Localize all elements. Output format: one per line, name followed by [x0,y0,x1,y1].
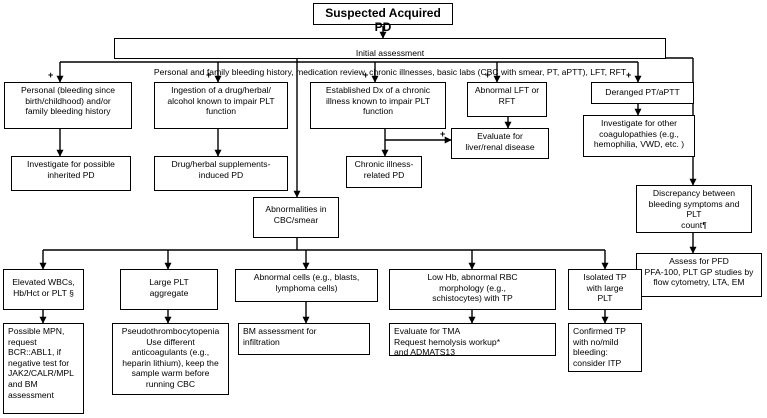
isolated-tp-box: Isolated TP with large PLT [568,269,642,310]
abnormal-lft-rft-box: Abnormal LFT or RFT [467,82,547,117]
large-plt-aggregate-box: Large PLT aggregate [120,269,218,310]
discrepancy-box: Discrepancy between bleeding symptoms an… [636,185,752,233]
bm-assessment-box: BM assessment for infiltration [238,323,370,355]
initial-assessment-body: Personal and family bleeding history, me… [153,66,627,77]
chronic-illness-dx-box: Established Dx of a chronic illness know… [310,82,446,129]
drug-ingestion-box: Ingestion of a drug/herbal/ alcohol know… [154,82,288,129]
plus-sign: + [48,70,54,80]
deranged-pt-aptt-box: Deranged PT/aPTT [591,82,694,104]
other-coagulopathies-box: Investigate for other coagulopathies (e.… [583,115,695,157]
elevated-wbc-box: Elevated WBCs, Hb/Hct or PLT § [3,269,84,310]
possible-mpn-box: Possible MPN, request BCR::ABL1, if nega… [3,323,84,414]
plus-sign: + [206,70,212,80]
initial-assessment-heading: Initial assessment [355,47,425,58]
abnormal-cells-box: Abnormal cells (e.g., blasts, lymphoma c… [235,269,378,302]
plus-sign: + [440,129,446,139]
cbc-smear-abnormalities-box: Abnormalities in CBC/smear [253,197,339,238]
plus-sign: + [363,70,369,80]
assess-pfd-box: Assess for PFD PFA-100, PLT GP studies b… [636,253,762,297]
inherited-pd-box: Investigate for possible inherited PD [11,156,131,191]
drug-induced-pd-box: Drug/herbal supplements- induced PD [154,156,288,191]
plus-sign: + [626,70,632,80]
consider-itp-box: Confirmed TP with no/mild bleeding: cons… [568,323,642,372]
liver-renal-disease-box: Evaluate for liver/renal disease [451,128,549,159]
plus-sign: + [485,70,491,80]
page-title: Suspected Acquired PD [313,3,453,34]
personal-history-box: Personal (bleeding since birth/childhood… [4,82,132,129]
low-hb-box: Low Hb, abnormal RBC morphology (e.g., s… [389,269,556,310]
chronic-illness-pd-box: Chronic illness- related PD [346,156,422,188]
initial-assessment-box: Initial assessment Personal and family b… [114,38,666,76]
pseudothrombocytopenia-box: Pseudothrombocytopenia Use different ant… [112,323,229,395]
tma-evaluation-box: Evaluate for TMA Request hemolysis worku… [389,323,556,357]
